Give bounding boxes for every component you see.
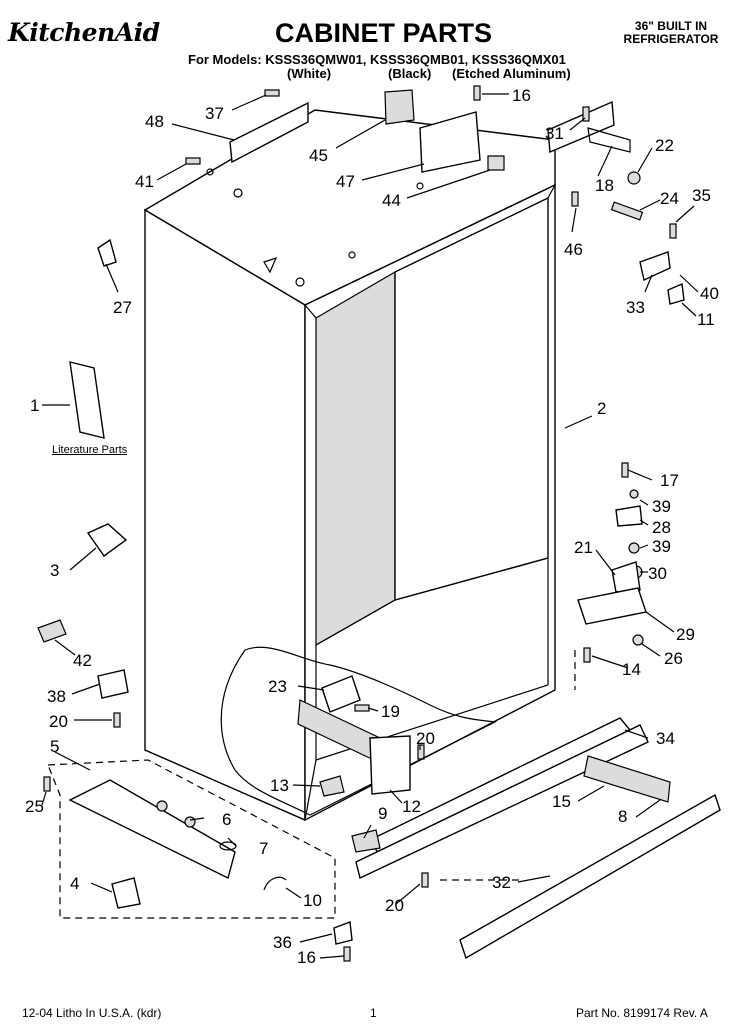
callout-15: 15: [552, 792, 571, 811]
callout-41: 41: [135, 172, 154, 191]
variant-white: (White): [287, 66, 332, 81]
callout-31: 31: [545, 124, 564, 143]
callout-46: 46: [564, 240, 583, 259]
callout-28: 28: [652, 518, 671, 537]
callout-20-mid: 20: [416, 729, 435, 748]
callout-4: 4: [70, 874, 80, 893]
base-subassembly: [47, 759, 353, 945]
callout-27: 27: [113, 298, 132, 317]
callout-47: 47: [336, 172, 355, 191]
callout-39-b: 39: [652, 537, 671, 556]
callout-22: 22: [655, 136, 674, 155]
callout-45: 45: [309, 146, 328, 165]
callout-16-top: 16: [512, 86, 531, 105]
callout-8: 8: [618, 807, 628, 826]
callout-10: 10: [303, 891, 322, 910]
callout-12: 12: [402, 797, 421, 816]
footer-part-number: Part No. 8199174 Rev. A: [576, 1006, 708, 1020]
callout-34: 34: [656, 729, 675, 748]
variant-black: (Black): [388, 66, 432, 81]
callout-5: 5: [50, 737, 60, 756]
callout-17: 17: [660, 471, 679, 490]
literature-parts-label: Literature Parts: [52, 444, 128, 456]
callout-2: 2: [597, 399, 607, 418]
models-line: For Models: KSSS36QMW01, KSSS36QMB01, KS…: [188, 52, 566, 67]
callout-20-left: 20: [49, 712, 68, 731]
grille-assemblies: [351, 717, 721, 960]
callout-29: 29: [676, 625, 695, 644]
hinge-hardware: [577, 201, 685, 646]
callout-32: 32: [492, 873, 511, 892]
callout-19: 19: [381, 702, 400, 721]
callout-16-bottom: 16: [297, 948, 316, 967]
callout-11: 11: [697, 310, 715, 329]
callout-9: 9: [378, 804, 388, 823]
callout-23: 23: [268, 677, 287, 696]
callout-36: 36: [273, 933, 292, 952]
top-brackets: [229, 89, 631, 173]
callout-21: 21: [574, 538, 593, 557]
left-parts: [37, 238, 129, 699]
harness-outline: [220, 646, 498, 816]
product-type: 36" BUILT IN REFRIGERATOR: [623, 19, 719, 46]
footer-litho: 12-04 Litho In U.S.A. (kdr): [22, 1006, 162, 1020]
callout-40: 40: [700, 284, 719, 303]
callout-20-bottom: 20: [385, 896, 404, 915]
callout-25: 25: [25, 797, 44, 816]
page-title: CABINET PARTS: [275, 18, 493, 48]
callout-24: 24: [660, 189, 679, 208]
callout-26: 26: [664, 649, 683, 668]
callout-6: 6: [222, 810, 232, 829]
leader-dashes: [440, 650, 576, 881]
leader-lines: [41, 93, 699, 959]
callout-38: 38: [47, 687, 66, 706]
callout-42: 42: [73, 651, 92, 670]
callout-13: 13: [270, 776, 289, 795]
footer-page-number: 1: [370, 1006, 377, 1020]
callout-35: 35: [692, 186, 711, 205]
callout-14: 14: [622, 660, 641, 679]
cabinet-body: [143, 109, 556, 822]
machine-compartment-parts: [297, 675, 411, 797]
variant-etched-aluminum: (Etched Aluminum): [452, 66, 571, 81]
callout-1: 1: [30, 396, 40, 415]
callout-7: 7: [259, 839, 269, 858]
callout-33: 33: [626, 298, 645, 317]
callout-48: 48: [145, 112, 164, 131]
callout-44: 44: [382, 191, 401, 210]
callout-3: 3: [50, 561, 60, 580]
callout-37: 37: [205, 104, 224, 123]
brand-logo: KitchenAid: [8, 18, 160, 47]
callout-18: 18: [595, 176, 614, 195]
callout-30: 30: [648, 564, 667, 583]
callout-39-a: 39: [652, 497, 671, 516]
screws: [43, 85, 677, 962]
